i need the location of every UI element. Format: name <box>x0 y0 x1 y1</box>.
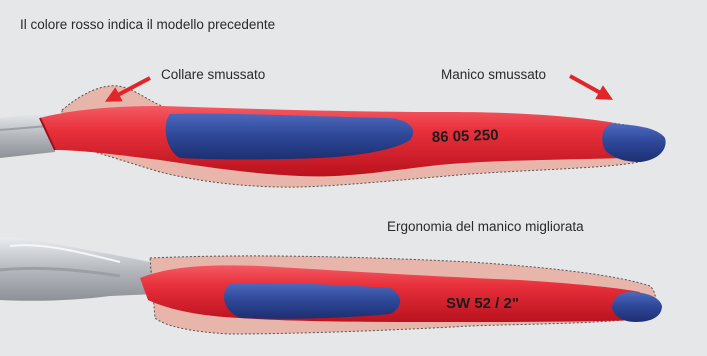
top-metal-jaw <box>0 112 55 158</box>
top-pliers: 86 05 250 <box>0 85 666 188</box>
bottom-blue-end-cap <box>612 292 662 322</box>
handle-arrow <box>569 74 613 100</box>
handle-label: Manico smussato <box>441 67 547 82</box>
collar-label: Collare smussato <box>161 67 266 82</box>
bottom-size-imprint: SW 52 / 2" <box>446 295 519 312</box>
bottom-metal-jaw <box>0 237 156 301</box>
legend-caption: Il colore rosso indica il modello preced… <box>20 17 276 32</box>
top-blue-end-cap <box>602 124 666 162</box>
bottom-pliers: SW 52 / 2" <box>0 237 662 335</box>
bottom-blue-grip-insert <box>224 283 401 319</box>
collar-arrow <box>104 76 151 102</box>
top-model-imprint: 86 05 250 <box>432 127 499 146</box>
top-blue-grip-insert <box>165 113 414 160</box>
ergonomics-label: Ergonomia del manico migliorata <box>387 219 584 234</box>
